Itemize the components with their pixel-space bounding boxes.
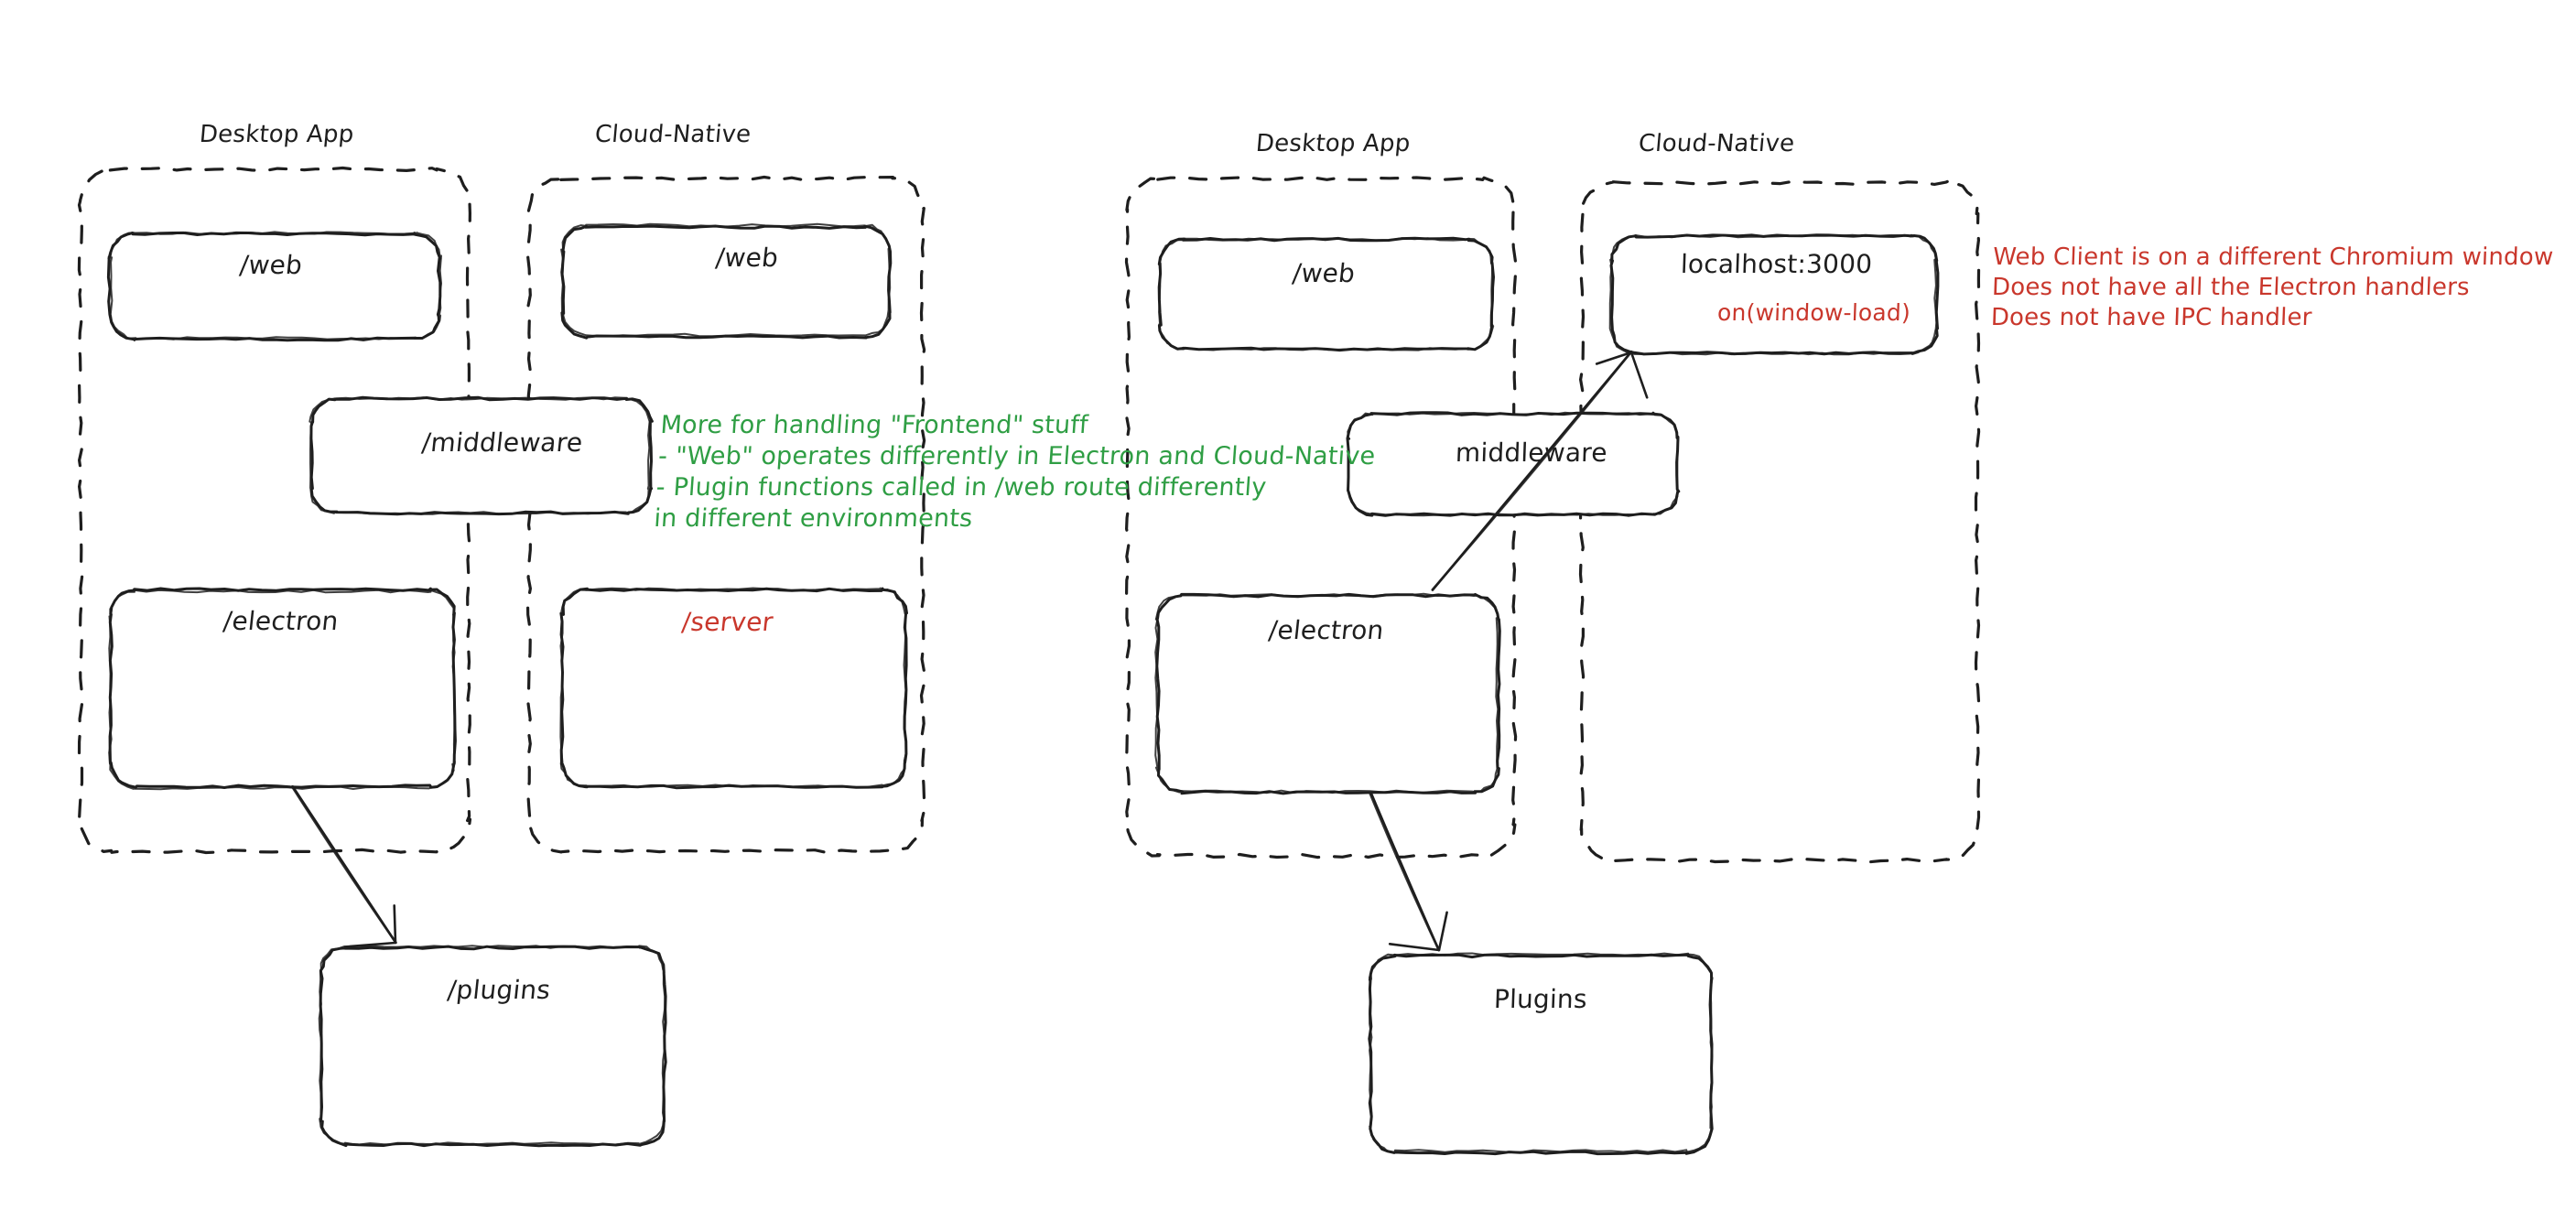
node-sublabel-right-localhost: on(window-load) [1716, 299, 1911, 326]
node-label-right-middleware: middleware [1455, 438, 1608, 468]
arrow-head-barb [1437, 911, 1448, 952]
annotation-line: in different environments [653, 504, 974, 533]
arrow-right-electron-to-localhost [1431, 350, 1649, 591]
node-outline [108, 589, 456, 791]
annotation-line: - Plugin functions called in /web route … [655, 473, 1268, 502]
node-right-electron [1154, 592, 1501, 795]
arrow-head-barb [1629, 351, 1649, 399]
node-outline [318, 945, 666, 1146]
node-outline [308, 396, 651, 515]
node-right-middleware [1346, 411, 1681, 517]
node-outline [1154, 592, 1499, 794]
node-right-plugins [1368, 952, 1714, 1156]
annotation-line: Web Client is on a different Chromium wi… [1992, 243, 2554, 271]
node-label-right-electron: /electron [1267, 615, 1386, 645]
node-left-web-cloud [560, 222, 893, 340]
arrow-shaft [290, 785, 397, 945]
group-label-left-desktop: Desktop App [198, 121, 355, 148]
annotation-line: - "Web" operates differently in Electron… [657, 442, 1377, 470]
node-left-electron [108, 587, 457, 791]
node-label-right-web: /web [1291, 258, 1357, 288]
node-outline [106, 231, 442, 342]
group-label-right-cloud: Cloud-Native [1637, 130, 1796, 157]
arrow-right-electron-to-plugins [1369, 791, 1448, 952]
arrow-head-barb [1595, 351, 1633, 365]
node-outline [1158, 237, 1495, 351]
node-outline [1346, 411, 1680, 517]
arrow-shaft [1431, 350, 1633, 591]
node-right-localhost [1608, 233, 1940, 356]
node-label-left-server: /server [680, 607, 775, 637]
node-outline [109, 231, 442, 340]
group-label-left-cloud: Cloud-Native [593, 121, 752, 148]
group-right-desktop [1124, 176, 1518, 859]
node-label-left-plugins: /plugins [446, 975, 552, 1005]
node-outline [1157, 236, 1495, 352]
group-boundary [1578, 179, 1981, 864]
node-left-web-desktop [106, 231, 442, 342]
annotation-line: Does not have IPC handler [1990, 304, 2313, 331]
annotation-line: Does not have all the Electron handlers [1991, 274, 2471, 301]
group-right-cloud [1578, 179, 1981, 864]
annotation-line: More for handling "Frontend" stuff [659, 411, 1089, 439]
node-left-server [559, 587, 908, 790]
node-outline [560, 222, 892, 338]
group-label-right-desktop: Desktop App [1254, 130, 1412, 157]
node-left-plugins [318, 945, 667, 1148]
node-label-left-electron: /electron [222, 606, 341, 636]
node-label-left-web-cloud: /web [714, 243, 780, 273]
group-boundary [77, 166, 472, 855]
arrow-head-barb [1388, 943, 1441, 952]
node-outline [559, 587, 907, 788]
group-boundary [1124, 176, 1518, 859]
node-left-middleware [308, 395, 654, 516]
node-label-right-plugins: Plugins [1493, 984, 1588, 1014]
node-label-right-localhost: localhost:3000 [1680, 249, 1873, 279]
node-right-web [1157, 236, 1495, 352]
group-left-desktop [77, 166, 472, 855]
annotation-right-red-note: Web Client is on a different Chromium wi… [1990, 243, 2554, 333]
node-label-left-middleware: /middleware [420, 427, 585, 458]
arrow-head-barb [344, 941, 397, 948]
arrow-left-electron-to-plugins [290, 785, 397, 948]
node-label-left-web-desktop: /web [238, 250, 304, 280]
arrow-shaft [1369, 792, 1441, 952]
node-outline [1369, 952, 1714, 1153]
node-outline [1608, 233, 1938, 356]
annotation-left-green-note: More for handling "Frontend" stuff - "Web… [653, 410, 1379, 535]
